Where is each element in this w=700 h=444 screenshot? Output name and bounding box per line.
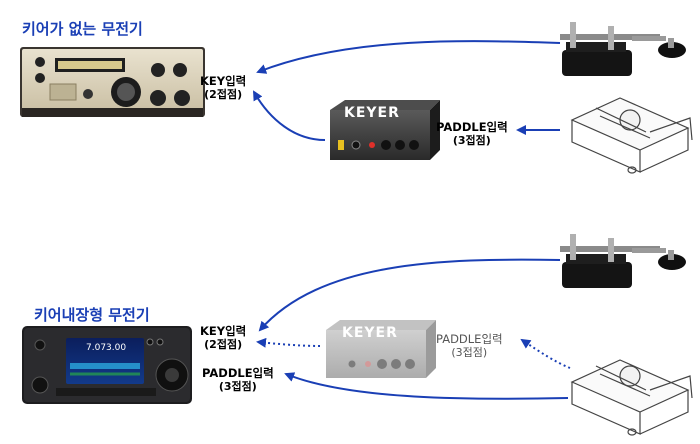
paddle-bottom <box>570 359 693 436</box>
key-input-top-sub: (2접점) <box>204 88 243 101</box>
key-input-bottom-name: KEY입력 <box>200 324 247 338</box>
paddle-input-keyer-top: PADDLE입력 (3접점) <box>436 120 508 148</box>
paddle-input-keyer-bottom-name: PADDLE입력 <box>436 332 503 346</box>
wire-straight-key-to-key-input <box>256 40 561 74</box>
paddle-input-top-sub: (3접점) <box>452 134 491 147</box>
paddle-top <box>570 97 693 174</box>
modern-radio <box>22 326 192 404</box>
keyer-box-top <box>330 100 440 160</box>
straight-key-bottom <box>560 234 686 288</box>
key-input-bottom-sub: (2접점) <box>204 338 243 351</box>
key-input-top: KEY입력 (2접점) <box>200 74 246 102</box>
wire-paddle-to-paddle-input <box>284 372 569 400</box>
paddle-input-top-name: PADDLE입력 <box>436 120 508 134</box>
keyer-label-top: KEYER <box>344 105 400 121</box>
wire-straight-key-to-key-input-bottom <box>258 258 561 332</box>
title-radio-without-keyer: 키어가 없는 무전기 <box>22 20 143 38</box>
paddle-input-keyer-bottom: PADDLE입력 (3접점) <box>436 332 503 360</box>
paddle-input-radio-bottom: PADDLE입력 (3접점) <box>202 366 274 394</box>
paddle-input-radio-bottom-sub: (3접점) <box>218 380 257 393</box>
straight-key-top <box>560 22 686 76</box>
key-input-bottom: KEY입력 (2접점) <box>200 324 246 352</box>
keyer-label-bottom: KEYER <box>342 325 398 341</box>
paddle-input-radio-bottom-name: PADDLE입력 <box>202 366 274 380</box>
wire-keyer-to-key-input-dotted <box>256 337 321 348</box>
key-input-top-name: KEY입력 <box>200 74 247 88</box>
radio-display-frequency: 7.073.00 <box>86 343 127 353</box>
paddle-input-keyer-bottom-sub: (3접점) <box>451 346 488 359</box>
title-radio-with-keyer: 키어내장형 무전기 <box>34 306 150 324</box>
wire-keyer-to-key-input <box>253 90 326 141</box>
keyer-box-bottom <box>326 320 436 378</box>
vintage-radio <box>20 47 205 117</box>
wire-paddle-to-keyer-dotted <box>520 338 571 369</box>
